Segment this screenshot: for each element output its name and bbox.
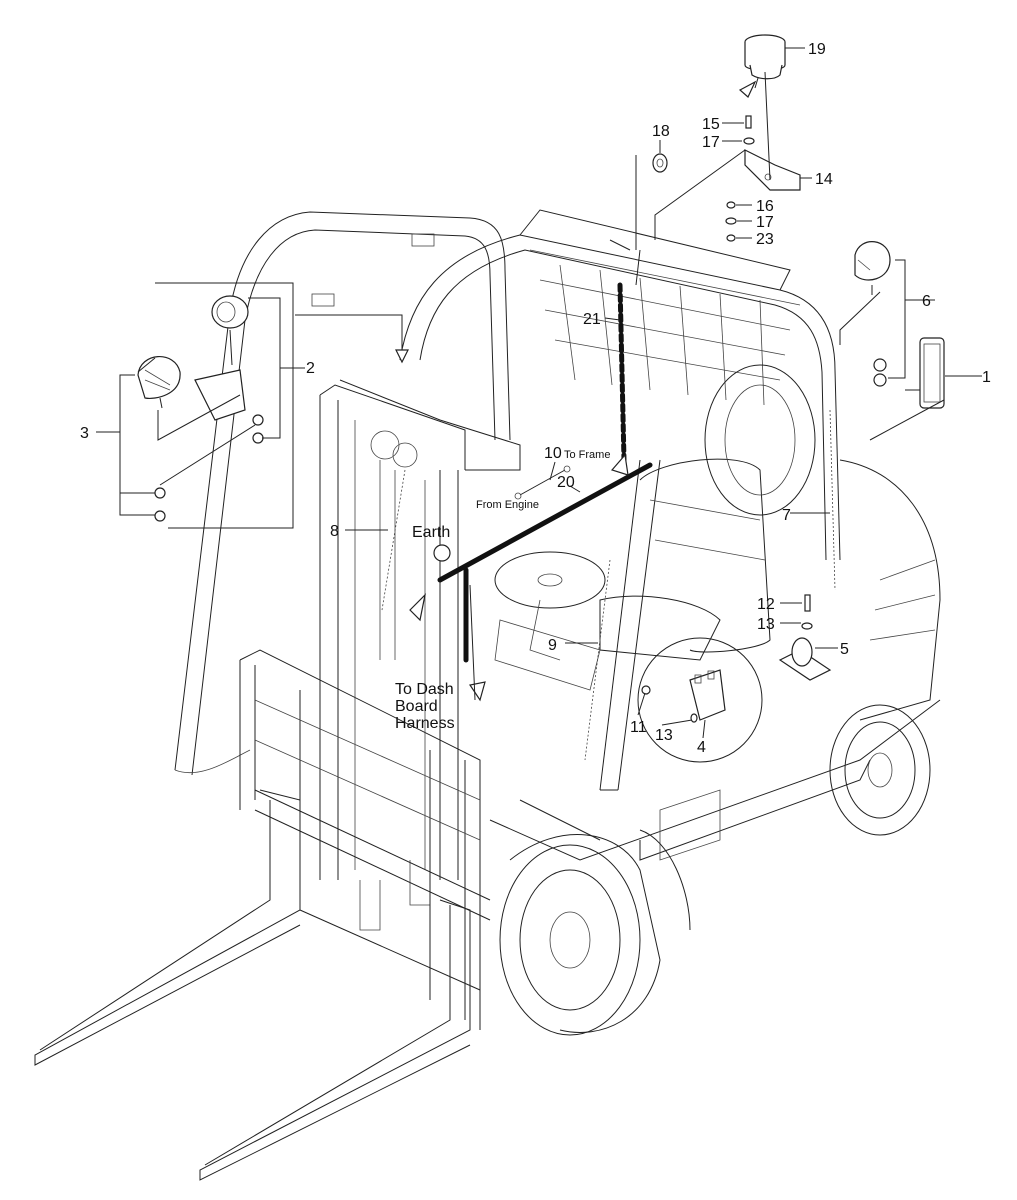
to-dash-arrow: [469, 681, 486, 702]
callout-6: 6: [922, 293, 931, 310]
callout-20: 20: [557, 474, 575, 491]
callout-13-right: 13: [757, 616, 775, 633]
note-earth: Earth: [412, 524, 450, 541]
relay-bracket: [778, 637, 832, 681]
rear-work-lamp: [854, 241, 891, 387]
beacon-bracket: [744, 149, 801, 191]
callout-3: 3: [80, 425, 89, 442]
callout-15: 15: [702, 116, 720, 133]
note-from-engine: From Engine: [476, 499, 539, 511]
callout-1: 1: [982, 369, 991, 386]
beacon-hardware: [725, 115, 755, 242]
callout-12: 12: [757, 596, 775, 613]
harness-end-arrow: [409, 593, 426, 622]
callout-9: 9: [548, 637, 557, 654]
callout-16: 16: [756, 198, 774, 215]
rear-combination-lamp: [905, 337, 945, 409]
annotations: To Frame From Engine Earth To Dash Board…: [395, 449, 610, 732]
callout-14: 14: [815, 171, 833, 188]
operator-seat: [599, 458, 771, 661]
callout-8: 8: [330, 523, 339, 540]
electrical-parts: [137, 34, 945, 763]
callout-10: 10: [544, 445, 562, 462]
steering-wheel: [494, 551, 606, 691]
counterweight: [704, 364, 941, 721]
note-to-dash-line2: Board: [395, 698, 438, 715]
note-to-dash-line1: To Dash: [395, 681, 454, 698]
callout-11: 11: [630, 719, 647, 736]
fork-carriage: [239, 649, 491, 1030]
callout-17-bottom: 17: [756, 214, 774, 231]
mast: [319, 379, 521, 931]
callout-5: 5: [840, 641, 849, 658]
truck-body: [489, 699, 941, 861]
beacon-lamp: [738, 34, 786, 98]
main-harness: [437, 462, 653, 583]
roof-harness: [617, 282, 627, 463]
forks: [34, 789, 471, 1181]
callout-7: 7: [782, 507, 791, 524]
forklift-drawing: [34, 209, 941, 1181]
rear-pillar-wire: [829, 409, 836, 591]
callout-4: 4: [697, 739, 706, 756]
front-work-lamp-left: [137, 356, 246, 522]
detail-circle: [637, 637, 763, 763]
washer-13-right: [801, 622, 813, 630]
callout-labels: 1 2 3 4 5 6 7 8 9 10 11 12 13 13 14 15 1…: [80, 41, 991, 756]
leader-lines: [96, 47, 982, 739]
callout-23: 23: [756, 231, 774, 248]
rear-wheel: [829, 704, 931, 836]
front-pillar: [174, 211, 511, 776]
earth-terminal: [433, 544, 451, 562]
note-to-dash-line3: Harness: [395, 715, 455, 732]
roof-connector-arrow: [610, 453, 629, 476]
callout-19: 19: [808, 41, 826, 58]
grommet: [652, 153, 668, 173]
front-post-wire: [584, 559, 611, 761]
callout-13-detail: 13: [655, 727, 673, 744]
callout-18: 18: [652, 123, 670, 140]
callout-17-top: 17: [702, 134, 720, 151]
front-work-lamp-right: [211, 295, 264, 444]
overhead-guard: [399, 209, 841, 791]
note-to-frame: To Frame: [564, 449, 610, 461]
mast-wire: [381, 469, 406, 611]
callout-2: 2: [306, 360, 315, 377]
front-wheel: [499, 829, 691, 1036]
bolt-12: [804, 594, 811, 612]
callout-21: 21: [583, 311, 601, 328]
